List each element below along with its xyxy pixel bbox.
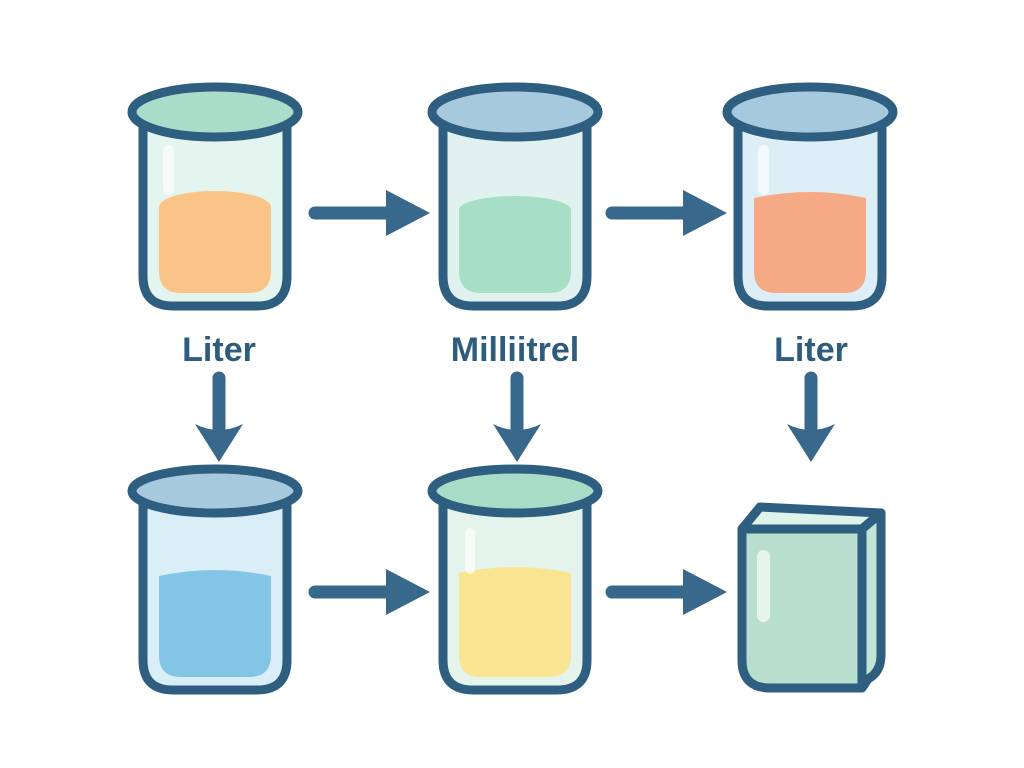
beaker-liquid (159, 191, 271, 293)
beaker-liquid (159, 570, 271, 677)
beaker-salmon (722, 82, 898, 311)
label-milliliter: Milliitrel (451, 331, 579, 369)
beaker-liquid (754, 192, 866, 293)
box-mint (737, 502, 886, 693)
beaker-liquid (459, 196, 571, 293)
glass-highlight (465, 528, 475, 574)
beaker-lid (427, 82, 603, 142)
arrow-right-bottom-2 (605, 569, 727, 615)
beaker-green (427, 82, 603, 311)
beaker-blue (127, 464, 303, 695)
arrow-head (683, 569, 727, 615)
box-side-face (857, 508, 886, 693)
arrow-head (386, 569, 430, 615)
beaker-lid (127, 82, 303, 142)
label-liter-1: Liter (182, 331, 256, 369)
arrow-down-3 (787, 371, 835, 462)
arrow-head (787, 424, 835, 462)
arrow-head (683, 190, 727, 236)
arrow-down-1 (195, 371, 243, 462)
beaker-lid (722, 82, 898, 142)
arrow-right-top-2 (605, 190, 727, 236)
box-front-face (737, 524, 867, 693)
beaker-orange (127, 82, 303, 311)
arrow-head (386, 190, 430, 236)
beaker-lid (427, 464, 603, 518)
glass-highlight (163, 145, 174, 195)
arrow-right-top-1 (308, 190, 430, 236)
arrow-down-2 (493, 371, 541, 462)
arrow-right-bottom-1 (308, 569, 430, 615)
beaker-liquid (459, 567, 571, 677)
arrow-head (493, 424, 541, 462)
box-highlight (757, 550, 770, 622)
glass-highlight (758, 145, 769, 195)
beaker-yellow (427, 464, 603, 695)
beaker-lid (127, 464, 303, 518)
label-liter-2: Liter (774, 331, 848, 369)
arrow-head (195, 424, 243, 462)
